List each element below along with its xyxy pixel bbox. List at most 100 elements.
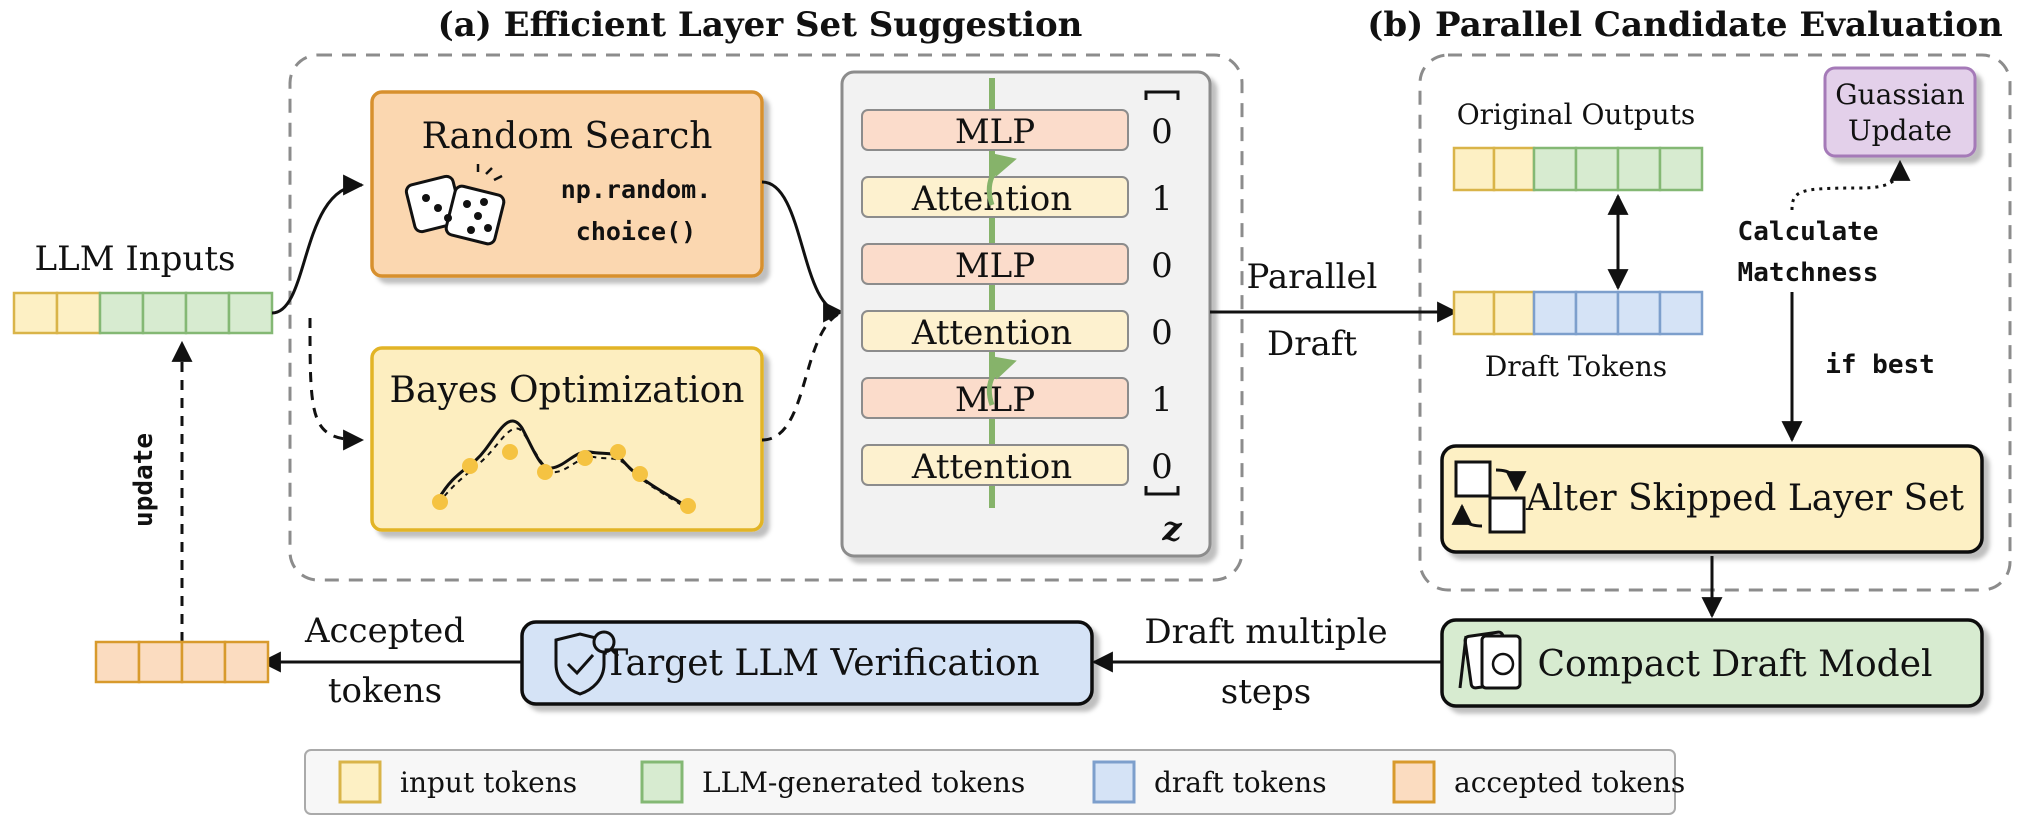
- bayes-title: Bayes Optimization: [390, 370, 745, 411]
- legend-item: accepted tokens: [1392, 760, 1685, 804]
- random-search-title: Random Search: [422, 116, 713, 157]
- generated-token: [141, 291, 188, 335]
- accepted-line1: Accepted: [304, 611, 465, 651]
- generated-token: [1658, 146, 1704, 192]
- layer-name: Attention: [911, 447, 1072, 487]
- layer-name: Attention: [911, 313, 1072, 353]
- input-token: [1492, 146, 1536, 192]
- bayes-curve-icon: [432, 419, 696, 514]
- draft-token: [1574, 290, 1620, 336]
- legend-label: accepted tokens: [1454, 766, 1685, 799]
- random-to-stack-arrow: [761, 180, 845, 323]
- accepted-token: [180, 640, 227, 684]
- gaussian-line1: Guassian: [1835, 78, 1965, 111]
- layer-row: MLP 0: [861, 243, 1173, 286]
- layer-row: Attention 0: [861, 444, 1173, 487]
- bayes-optimization-box: Bayes Optimization: [370, 346, 764, 532]
- compact-label: Compact Draft Model: [1537, 644, 1932, 685]
- draft-token: [1532, 290, 1578, 336]
- gaussian-update-box: Guassian Update: [1823, 66, 1977, 158]
- layer-row: Attention 1: [861, 176, 1173, 219]
- accepted-tokens-bar: [94, 640, 270, 684]
- input-token: [1452, 290, 1496, 336]
- accepted-token: [223, 640, 270, 684]
- generated-token: [184, 291, 231, 335]
- draft-multiple-line1: Draft multiple: [1144, 612, 1387, 652]
- shield-search-icon: [554, 630, 620, 696]
- draft-token: [1658, 290, 1704, 336]
- draft-multiple-line2: steps: [1221, 672, 1311, 712]
- draft-tokens-label: Draft Tokens: [1485, 350, 1667, 383]
- layer-block-mlp: [861, 243, 1129, 285]
- input-to-bayes-arrow: [308, 317, 365, 451]
- input-token: [12, 291, 59, 335]
- draft-token: [1616, 290, 1662, 336]
- generated-token: [227, 291, 274, 335]
- legend-swatch-draft: [1092, 760, 1136, 804]
- layer-bit: 0: [1151, 246, 1173, 286]
- layer-row: Attention 0: [861, 310, 1173, 353]
- dice-icon: [404, 164, 506, 246]
- gaussian-line2: Update: [1848, 114, 1952, 147]
- accepted-token: [137, 640, 184, 684]
- swap-icon: [1451, 460, 1527, 534]
- layer-bit: 0: [1151, 313, 1173, 353]
- layer-name: MLP: [955, 246, 1035, 286]
- bayes-to-stack-arrow: [761, 310, 843, 442]
- layer-row: MLP 1: [861, 377, 1173, 420]
- draft-label: Draft: [1267, 324, 1357, 364]
- input-to-random-arrow: [271, 174, 365, 315]
- legend-label: LLM-generated tokens: [702, 766, 1025, 799]
- llm-inputs-token-bar: [12, 291, 274, 335]
- vector-bracket-top: [1144, 90, 1180, 100]
- if-best-label: if best: [1825, 350, 1935, 380]
- layer-stack-panel: MLP 0 Attention 1 MLP 0 Attention 0 MLP …: [840, 70, 1212, 558]
- legend-item: draft tokens: [1092, 760, 1327, 804]
- layer-row: MLP 0: [861, 109, 1173, 152]
- original-outputs-label: Original Outputs: [1457, 98, 1696, 131]
- accepted-token: [94, 640, 141, 684]
- layer-bit: 0: [1151, 447, 1173, 487]
- to-gaussian-arrow: [1790, 159, 1911, 211]
- calculate-line1: Calculate: [1738, 217, 1879, 247]
- vector-bracket-bottom: [1144, 486, 1180, 496]
- document-stack-icon: [1458, 630, 1522, 690]
- section-a-group: [288, 53, 1244, 582]
- layer-block-attention: [861, 176, 1129, 218]
- layer-bit: 1: [1151, 179, 1173, 219]
- compact-draft-model-box: Compact Draft Model: [1440, 618, 1984, 708]
- legend-swatch-input: [338, 760, 382, 804]
- random-code-line2: choice(): [576, 217, 696, 246]
- update-label: update: [129, 433, 159, 527]
- legend-swatch-accepted: [1392, 760, 1436, 804]
- input-token: [1452, 146, 1496, 192]
- layer-block-mlp: [861, 109, 1129, 151]
- generated-token: [1616, 146, 1662, 192]
- generated-token: [1532, 146, 1578, 192]
- target-llm-verification-box: Target LLM Verification: [520, 620, 1094, 706]
- alter-label: Alter Skipped Layer Set: [1525, 478, 1964, 519]
- legend-item: input tokens: [338, 760, 577, 804]
- legend-item: LLM-generated tokens: [640, 760, 1025, 804]
- input-token: [55, 291, 102, 335]
- layer-bit: 1: [1151, 380, 1173, 420]
- section-a-title: (a) Efficient Layer Set Suggestion: [438, 5, 1083, 45]
- section-b-group: [1418, 53, 2012, 592]
- original-outputs-token-bar: [1452, 146, 1704, 192]
- layer-name: MLP: [955, 112, 1035, 152]
- skip-arrow: [986, 355, 1017, 406]
- calculate-line2: Matchness: [1738, 258, 1879, 288]
- z-label: z: [1161, 509, 1182, 549]
- generated-token: [98, 291, 145, 335]
- random-code-line1: np.random.: [561, 175, 712, 204]
- input-token: [1492, 290, 1536, 336]
- draft-tokens-bar: [1452, 290, 1704, 336]
- layer-block-attention: [861, 444, 1129, 486]
- target-label: Target LLM Verification: [604, 643, 1039, 684]
- legend-label: input tokens: [400, 766, 577, 799]
- section-b-title: (b) Parallel Candidate Evaluation: [1367, 5, 2003, 45]
- parallel-label: Parallel: [1247, 257, 1378, 297]
- random-search-box: Random Search np.random. choice(): [370, 90, 764, 278]
- llm-inputs-label: LLM Inputs: [35, 239, 236, 279]
